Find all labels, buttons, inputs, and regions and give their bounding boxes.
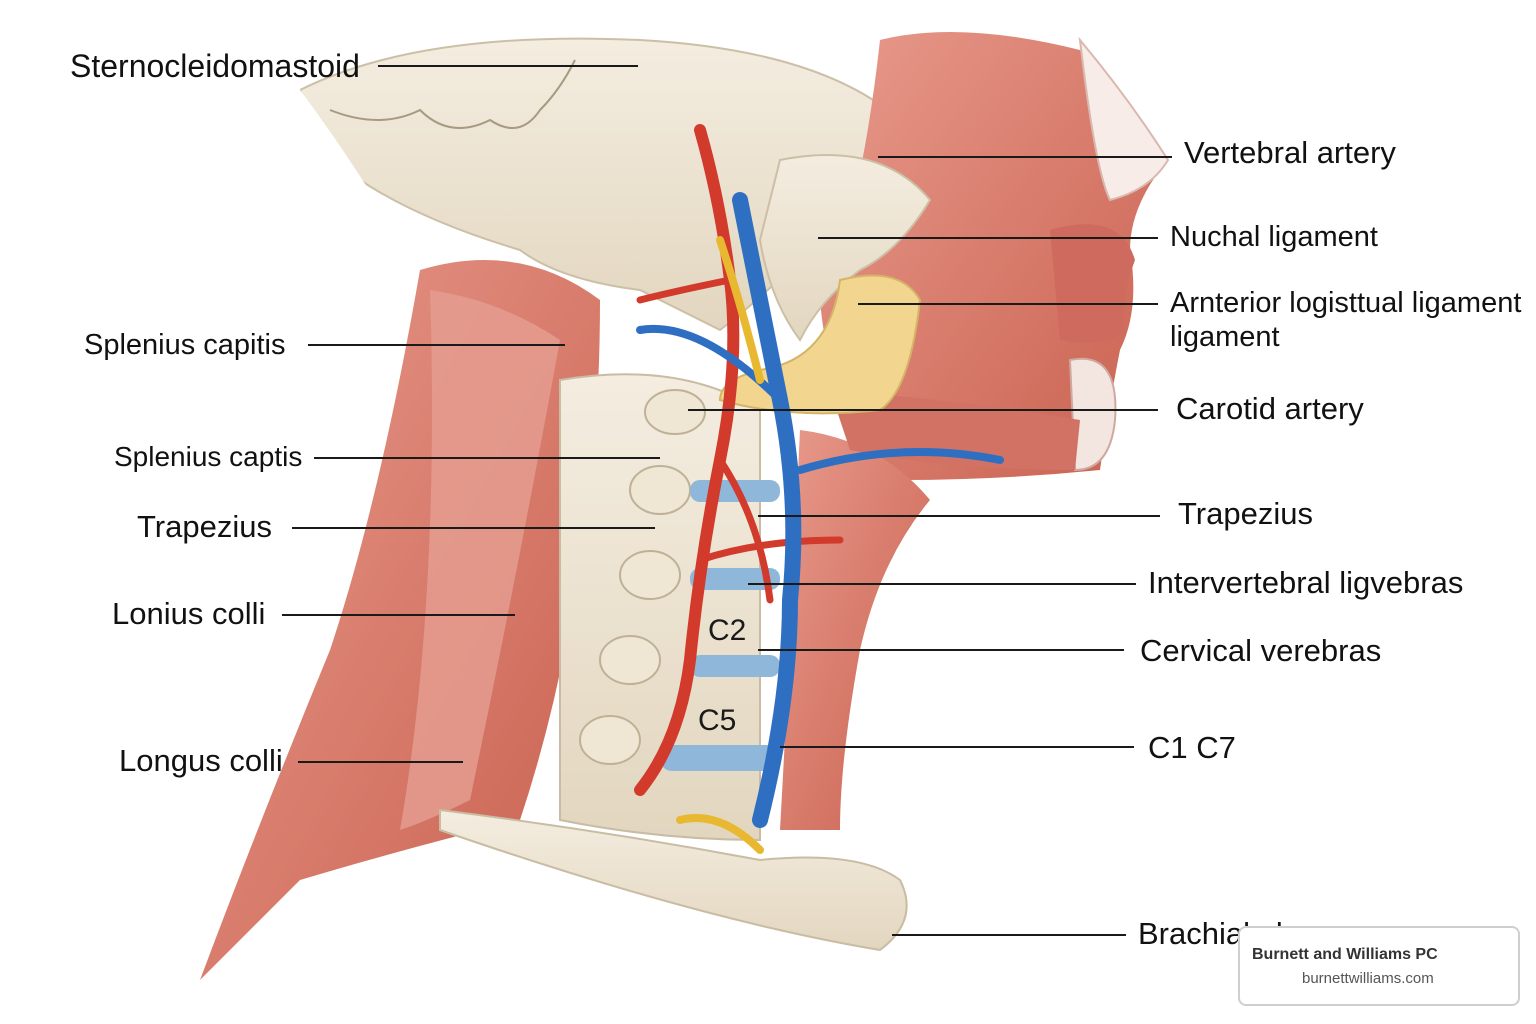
label-trapezius-left: Trapezius	[137, 509, 272, 544]
artery-branch	[636, 276, 844, 604]
watermark-badge: Burnett and Williams PC burnettwilliams.…	[1238, 926, 1520, 1006]
vertebra-label-c5: C5	[698, 704, 736, 737]
clavicle-bone	[439, 808, 908, 952]
lips-shape	[1050, 224, 1135, 344]
jugular-vein-vessel	[732, 192, 802, 828]
nose-outline	[1078, 36, 1170, 202]
label-trapezius-right: Trapezius	[1178, 496, 1313, 531]
label-sternocleidomastoid: Sternocleidomastoid	[70, 48, 360, 84]
chin-shape	[1068, 357, 1117, 472]
label-splenius-capitis: Splenius capitis	[84, 329, 286, 361]
watermark-url: burnettwilliams.com	[1302, 970, 1434, 987]
label-lonius-colli: Lonius colli	[112, 596, 266, 631]
label-vertebral-artery: Vertebral artery	[1184, 135, 1396, 170]
label-cervical-verebras: Cervical verebras	[1140, 633, 1382, 668]
label-longus-colli: Longus colli	[119, 743, 283, 778]
label-intervertebral: Intervertebral ligvebras	[1148, 565, 1464, 600]
splenius-muscle	[400, 290, 560, 830]
front-neck-muscles	[780, 430, 930, 830]
watermark-name: Burnett and Williams PC	[1252, 946, 1438, 963]
label-nuchal-ligament: Nuchal ligament	[1170, 221, 1378, 253]
neck-back-skin	[0, 0, 430, 980]
vertebra-label-c2: C2	[708, 614, 746, 647]
skull-suture	[329, 59, 576, 129]
label-carotid-artery: Carotid artery	[1176, 391, 1364, 426]
label-anterior-ligament: Arnterior logisttual ligament	[1170, 287, 1522, 319]
mandible-shape	[758, 154, 932, 342]
nerve-vessel	[676, 236, 764, 854]
label-splenius-captis: Splenius captis	[114, 441, 303, 472]
label-c1-c7: C1 C7	[1148, 730, 1236, 765]
label-anterior-ligament-line2: ligament	[1170, 321, 1280, 353]
